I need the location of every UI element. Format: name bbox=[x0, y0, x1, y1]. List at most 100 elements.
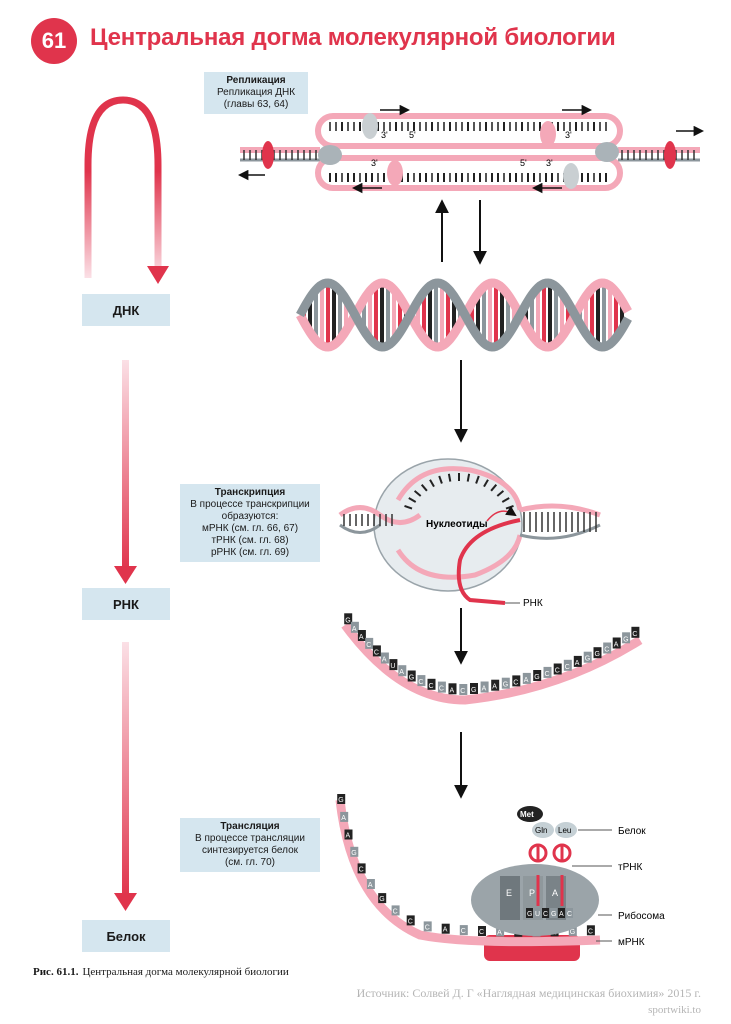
translation-line: синтезируется белок bbox=[201, 845, 299, 856]
rna-base: C bbox=[545, 671, 550, 678]
source-credit: Источник: Солвей Д. Г «Наглядная медицин… bbox=[356, 986, 701, 1000]
anticodon-base: C bbox=[543, 911, 548, 918]
mrna-base: G bbox=[338, 797, 343, 804]
translation-line: В процессе трансляции bbox=[195, 833, 305, 844]
three-prime-label: 3' bbox=[565, 130, 572, 140]
transcription-line: мРНК (см. гл. 66, 67) bbox=[201, 523, 299, 534]
site-watermark: sportwiki.to bbox=[648, 1004, 701, 1016]
mrna-base: C bbox=[359, 866, 364, 873]
rna-base: U bbox=[390, 663, 395, 670]
protein-label: Белок bbox=[618, 826, 646, 837]
chapter-number-badge: 61 bbox=[31, 18, 77, 64]
rna-base: A bbox=[450, 687, 455, 694]
rna-base: C bbox=[632, 631, 637, 638]
rna-base: A bbox=[524, 677, 529, 684]
rna-to-protein-arrow bbox=[114, 642, 137, 911]
mrna-base: C bbox=[461, 928, 466, 935]
rna-base: C bbox=[604, 647, 609, 654]
page-title: Центральная догма молекулярной биологии bbox=[90, 24, 616, 51]
anticodon-base: A bbox=[559, 911, 564, 918]
figure-caption-text: Центральная догма молекулярной биологии bbox=[82, 966, 289, 978]
transcription-line: образуются: bbox=[221, 511, 279, 522]
ribosome-site-p: P bbox=[529, 888, 535, 898]
mrna-base: A bbox=[443, 927, 448, 934]
transcription-note: Транскрипция В процессе транскрипции обр… bbox=[180, 484, 320, 562]
rna-label: РНК bbox=[523, 598, 543, 609]
stage-dna: ДНК bbox=[82, 294, 170, 326]
rna-base: A bbox=[382, 657, 387, 664]
amino-acid-gln: Gln bbox=[535, 826, 547, 835]
replication-line: Репликация ДНК bbox=[216, 87, 296, 98]
rna-base: C bbox=[374, 649, 379, 656]
rna-base: G bbox=[345, 617, 350, 624]
rna-base: A bbox=[614, 642, 619, 649]
replication-note: Репликация Репликация ДНК (главы 63, 64) bbox=[204, 72, 308, 114]
replication-title: Репликация bbox=[226, 75, 286, 86]
dna-replication-loop-arrow bbox=[84, 96, 169, 284]
transcription-illustration: Нуклеотиды РНК bbox=[338, 458, 601, 609]
ribosome-site-e: E bbox=[506, 888, 512, 898]
stage-protein: Белок bbox=[82, 920, 170, 952]
dna-double-helix bbox=[296, 278, 632, 352]
translation-line: (см. гл. 70) bbox=[224, 857, 276, 868]
rna-base: A bbox=[359, 634, 364, 641]
figure-number: Рис. 61.1. bbox=[33, 966, 79, 978]
mrna-base: G bbox=[351, 850, 356, 857]
rna-base: A bbox=[482, 686, 487, 693]
rna-base: G bbox=[409, 675, 414, 682]
transcription-line: рРНК (см. гл. 69) bbox=[210, 547, 290, 558]
anticodon-base: G bbox=[551, 911, 556, 918]
anticodon-base: G bbox=[527, 911, 532, 918]
rna-base: C bbox=[513, 679, 518, 686]
mrna-base: G bbox=[570, 929, 575, 936]
mrna-base: A bbox=[497, 930, 502, 937]
figure-caption: Рис. 61.1.Центральная догма молекулярной… bbox=[33, 966, 289, 978]
mrna-base: C bbox=[479, 929, 484, 936]
replication-line: (главы 63, 64) bbox=[223, 99, 289, 110]
rna-base: G bbox=[471, 687, 476, 694]
mrna-label: мРНК bbox=[618, 937, 645, 948]
rna-base: A bbox=[575, 660, 580, 667]
trna-label: тРНК bbox=[618, 862, 642, 873]
anticodon-base: C bbox=[567, 911, 572, 918]
mrna-base: C bbox=[408, 918, 413, 925]
rna-base: A bbox=[492, 684, 497, 691]
rna-base: C bbox=[439, 686, 444, 693]
rna-base: C bbox=[565, 664, 570, 671]
three-prime-label: 3' bbox=[546, 158, 553, 168]
rna-base: C bbox=[555, 668, 560, 675]
mrna-base: G bbox=[379, 896, 384, 903]
rna-base: C bbox=[366, 642, 371, 649]
mrna-base: A bbox=[368, 882, 373, 889]
rna-base: G bbox=[534, 674, 539, 681]
ribosome-label: Рибосома bbox=[618, 910, 665, 922]
rna-base: G bbox=[503, 682, 508, 689]
transcription-title: Транскрипция bbox=[214, 487, 286, 498]
rna-base: G bbox=[585, 656, 590, 663]
amino-acid-leu: Leu bbox=[558, 826, 571, 835]
rna-base: C bbox=[418, 679, 423, 686]
rna-base: G bbox=[623, 636, 628, 643]
stage-rna: РНК bbox=[82, 588, 170, 620]
ribosome-site-a: A bbox=[552, 888, 558, 898]
five-prime-label: 5' bbox=[520, 158, 527, 168]
three-prime-label: 3' bbox=[381, 130, 388, 140]
mrna-base: C bbox=[393, 908, 398, 915]
five-prime-label: 5' bbox=[409, 130, 416, 140]
mrna-base: C bbox=[588, 928, 593, 935]
three-prime-label: 3' bbox=[371, 158, 378, 168]
anticodon-base: U bbox=[535, 911, 540, 918]
rna-base: G bbox=[595, 651, 600, 658]
amino-acid-met: Met bbox=[520, 810, 534, 819]
rna-base: A bbox=[399, 669, 404, 676]
nucleotides-label: Нуклеотиды bbox=[426, 519, 487, 530]
mrna-base: A bbox=[341, 815, 346, 822]
rna-base: C bbox=[429, 683, 434, 690]
translation-title: Трансляция bbox=[220, 821, 280, 832]
mrna-base: C bbox=[425, 924, 430, 931]
rna-base: C bbox=[460, 688, 465, 695]
rna-base: A bbox=[352, 626, 357, 633]
